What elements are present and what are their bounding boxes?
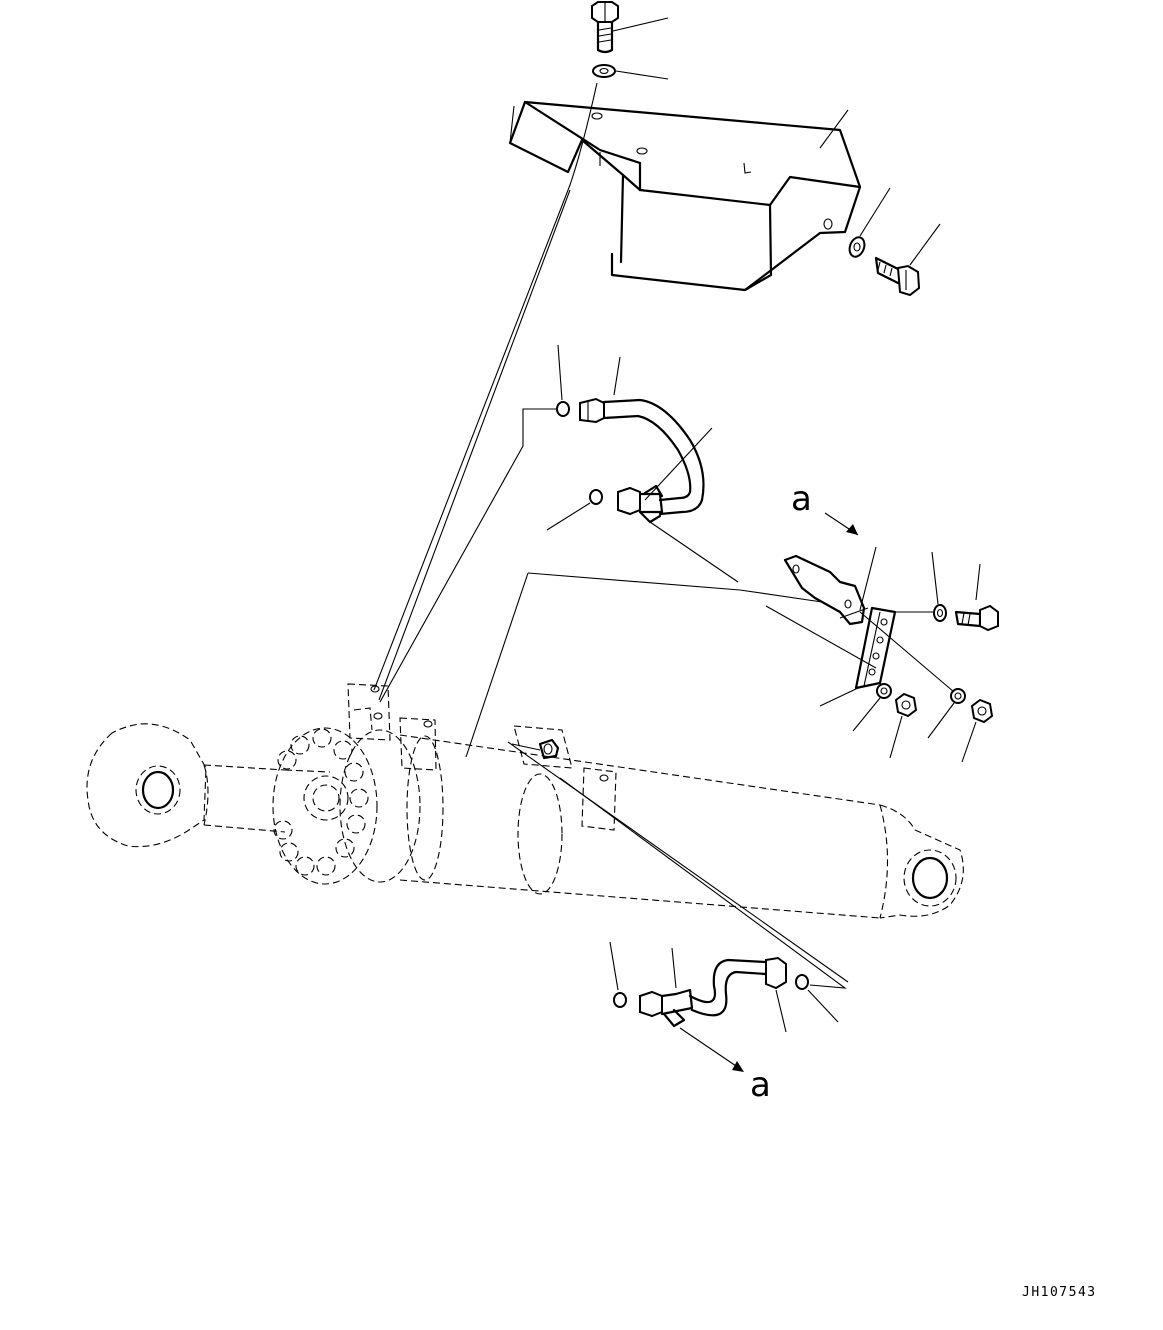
upper-callout: a	[791, 479, 859, 536]
upper-callout-label: a	[791, 479, 812, 519]
lower-o-ring-2	[795, 974, 839, 1023]
bracket-washer	[848, 187, 891, 258]
plate-nut-lower-2	[961, 698, 994, 763]
cover-bracket	[508, 100, 862, 292]
plate-washer-lower-1	[852, 683, 892, 732]
head-flange-bolts	[273, 728, 369, 876]
top-bolt	[591, 1, 669, 54]
upper-o-ring-2	[546, 489, 603, 531]
upper-pipe	[579, 356, 705, 516]
lower-callout: a	[679, 1027, 771, 1105]
plate-washer-lower-2	[927, 688, 966, 739]
bracket-bolt	[874, 223, 941, 297]
plate-bolt-upper	[954, 563, 999, 632]
hydraulic-cylinder	[86, 683, 964, 919]
drawing-code: JH107543	[1022, 1285, 1097, 1300]
lower-pipe	[639, 947, 787, 1028]
lower-callout-label: a	[750, 1065, 771, 1105]
top-washer	[592, 64, 669, 80]
plate-washer-upper	[896, 551, 947, 622]
upper-o-ring-1	[379, 344, 570, 703]
lower-o-ring-1	[609, 941, 627, 1008]
plate-nut-lower-1	[889, 692, 918, 759]
